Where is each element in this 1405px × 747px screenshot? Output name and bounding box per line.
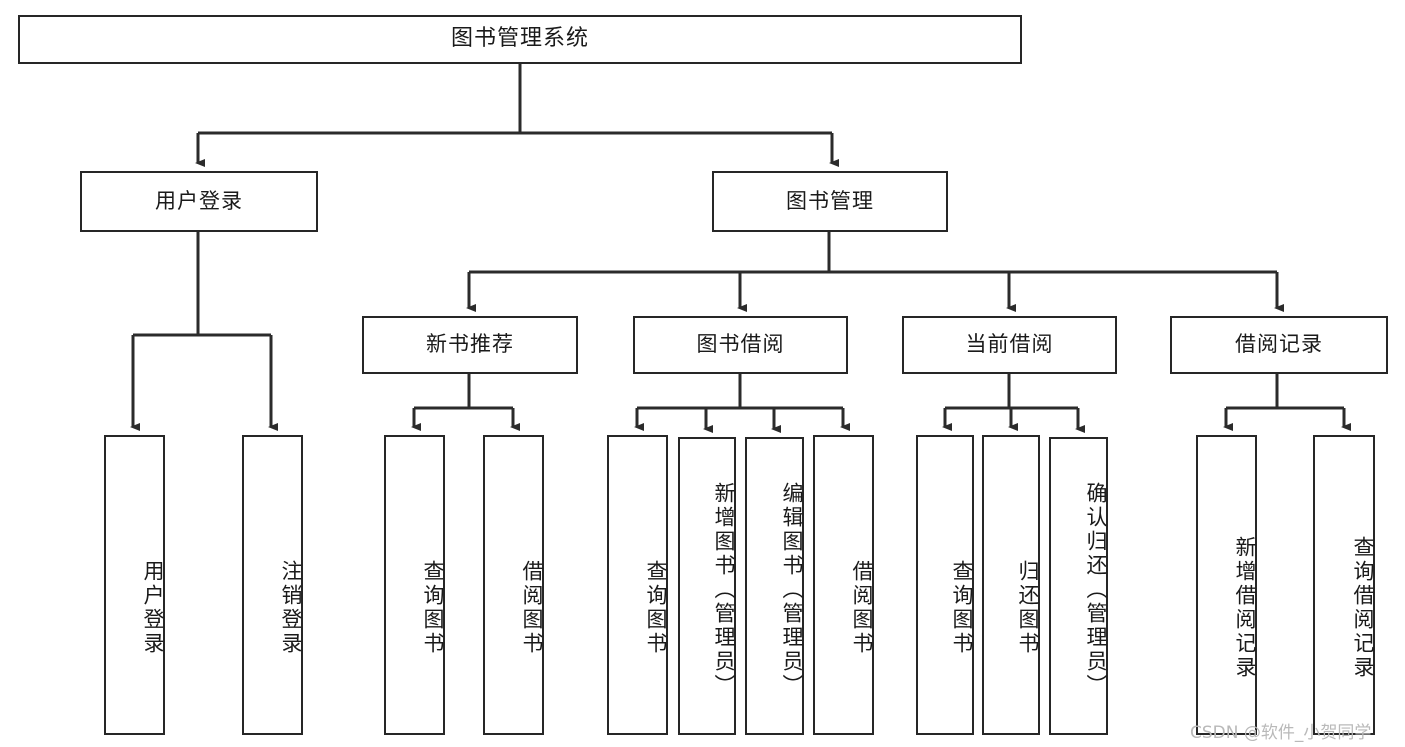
node-user-login[interactable]: 用户登录 (80, 171, 318, 232)
leaf-borrow-borrow-books[interactable]: 借阅图书 (813, 435, 874, 735)
leaf-user-login-login[interactable]: 用户登录 (104, 435, 165, 735)
node-root-book-management-system[interactable]: 图书管理系统 (18, 15, 1022, 64)
leaf-borrow-edit-book-admin[interactable]: 编辑图书（管理员） (745, 437, 804, 735)
node-new-book-recommendation[interactable]: 新书推荐 (362, 316, 578, 374)
leaf-new-book-query-books[interactable]: 查询图书 (384, 435, 445, 735)
node-borrowing-record[interactable]: 借阅记录 (1170, 316, 1388, 374)
leaf-borrow-query-books[interactable]: 查询图书 (607, 435, 668, 735)
leaf-user-login-logout[interactable]: 注销登录 (242, 435, 303, 735)
node-book-borrowing[interactable]: 图书借阅 (633, 316, 848, 374)
leaf-new-book-borrow-books[interactable]: 借阅图书 (483, 435, 544, 735)
leaf-record-query-borrow-record[interactable]: 查询借阅记录 (1313, 435, 1375, 735)
leaf-current-confirm-return-admin[interactable]: 确认归还（管理员） (1049, 437, 1108, 735)
node-book-management[interactable]: 图书管理 (712, 171, 948, 232)
leaf-record-add-borrow-record[interactable]: 新增借阅记录 (1196, 435, 1257, 735)
leaf-borrow-add-book-admin[interactable]: 新增图书（管理员） (678, 437, 736, 735)
node-current-borrowing[interactable]: 当前借阅 (902, 316, 1117, 374)
csdn-watermark: CSDN @软件_小贺同学 (1190, 723, 1372, 743)
leaf-current-return-books[interactable]: 归还图书 (982, 435, 1040, 735)
leaf-current-query-books[interactable]: 查询图书 (916, 435, 974, 735)
